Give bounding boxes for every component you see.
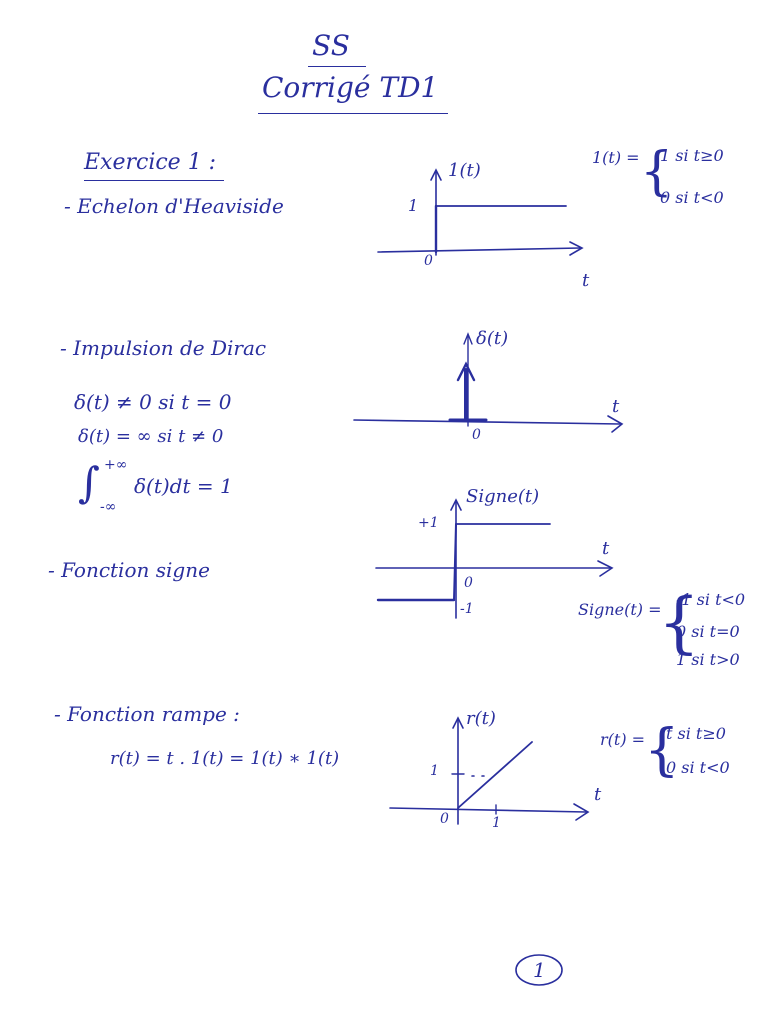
rampe-graph-zero: 0 (440, 811, 449, 827)
rampe-graph-one-y: 1 (430, 763, 439, 779)
page-number-circle (515, 954, 563, 986)
dirac-integral-upper: +∞ (104, 457, 128, 473)
heaviside-def-case1: 1 si t≥0 (660, 146, 724, 165)
page-title: Corrigé TD1 (262, 71, 439, 104)
dirac-label: - Impulsion de Dirac (60, 336, 267, 360)
exercise-heading: Exercice 1 : (84, 150, 217, 175)
signe-def-case1: -1 si t<0 (676, 590, 746, 609)
signe-def-lhs: Signe(t) = (578, 600, 662, 619)
signe-graph-t: t (602, 538, 610, 559)
rampe-def-brace: { (644, 718, 680, 783)
dirac-integral-lower: -∞ (100, 499, 117, 515)
heaviside-label: - Echelon d'Heaviside (64, 194, 284, 218)
course-code: SS (312, 29, 350, 62)
signe-graph-minus-one: -1 (460, 601, 474, 617)
dirac-graph-func: δ(t) (476, 328, 509, 349)
dirac-integral-sign: ∫ (78, 458, 100, 507)
rampe-graph-func: r(t) (466, 708, 496, 729)
dirac-graph (353, 332, 624, 433)
rampe-formula: r(t) = t . 1(t) = 1(t) ∗ 1(t) (110, 748, 340, 769)
page-number: 1 (533, 958, 546, 982)
signe-graph-zero: 0 (464, 575, 473, 591)
exercise-underline (84, 180, 224, 181)
course-underline (308, 66, 366, 67)
rampe-def-lhs: r(t) = (600, 730, 646, 749)
heaviside-graph-func: 1(t) (448, 160, 481, 181)
dirac-prop1: δ(t) ≠ 0 si t = 0 (74, 390, 232, 414)
heaviside-def-brace: { (640, 142, 674, 202)
dirac-integral-body: δ(t)dt = 1 (134, 474, 233, 498)
dirac-prop2: δ(t) = ∞ si t ≠ 0 (78, 426, 224, 447)
rampe-graph (389, 716, 590, 825)
dirac-graph-zero: 0 (472, 427, 481, 443)
heaviside-graph-zero: 0 (424, 253, 433, 269)
dirac-graph-t: t (612, 396, 620, 417)
signe-def-case3: 1 si t>0 (676, 650, 740, 669)
signe-graph (375, 498, 614, 619)
rampe-graph-one-x: 1 (492, 815, 501, 831)
rampe-def-case2: 0 si t<0 (666, 758, 730, 777)
heaviside-graph-one: 1 (408, 196, 419, 215)
rampe-def-case1: t si t≥0 (666, 724, 726, 743)
rampe-label: - Fonction rampe : (54, 702, 240, 726)
rampe-graph-t: t (594, 784, 602, 805)
heaviside-def-case2: 0 si t<0 (660, 188, 724, 207)
signe-def-case2: 0 si t=0 (676, 622, 740, 641)
signe-def-brace: { (658, 584, 700, 661)
title-underline (258, 113, 448, 114)
heaviside-def-lhs: 1(t) = (592, 148, 640, 167)
signe-graph-func: Signe(t) (466, 486, 540, 507)
signe-label: - Fonction signe (48, 558, 210, 582)
signe-graph-plus-one: +1 (418, 515, 439, 531)
heaviside-graph-t: t (582, 270, 590, 291)
heaviside-graph (377, 168, 584, 256)
